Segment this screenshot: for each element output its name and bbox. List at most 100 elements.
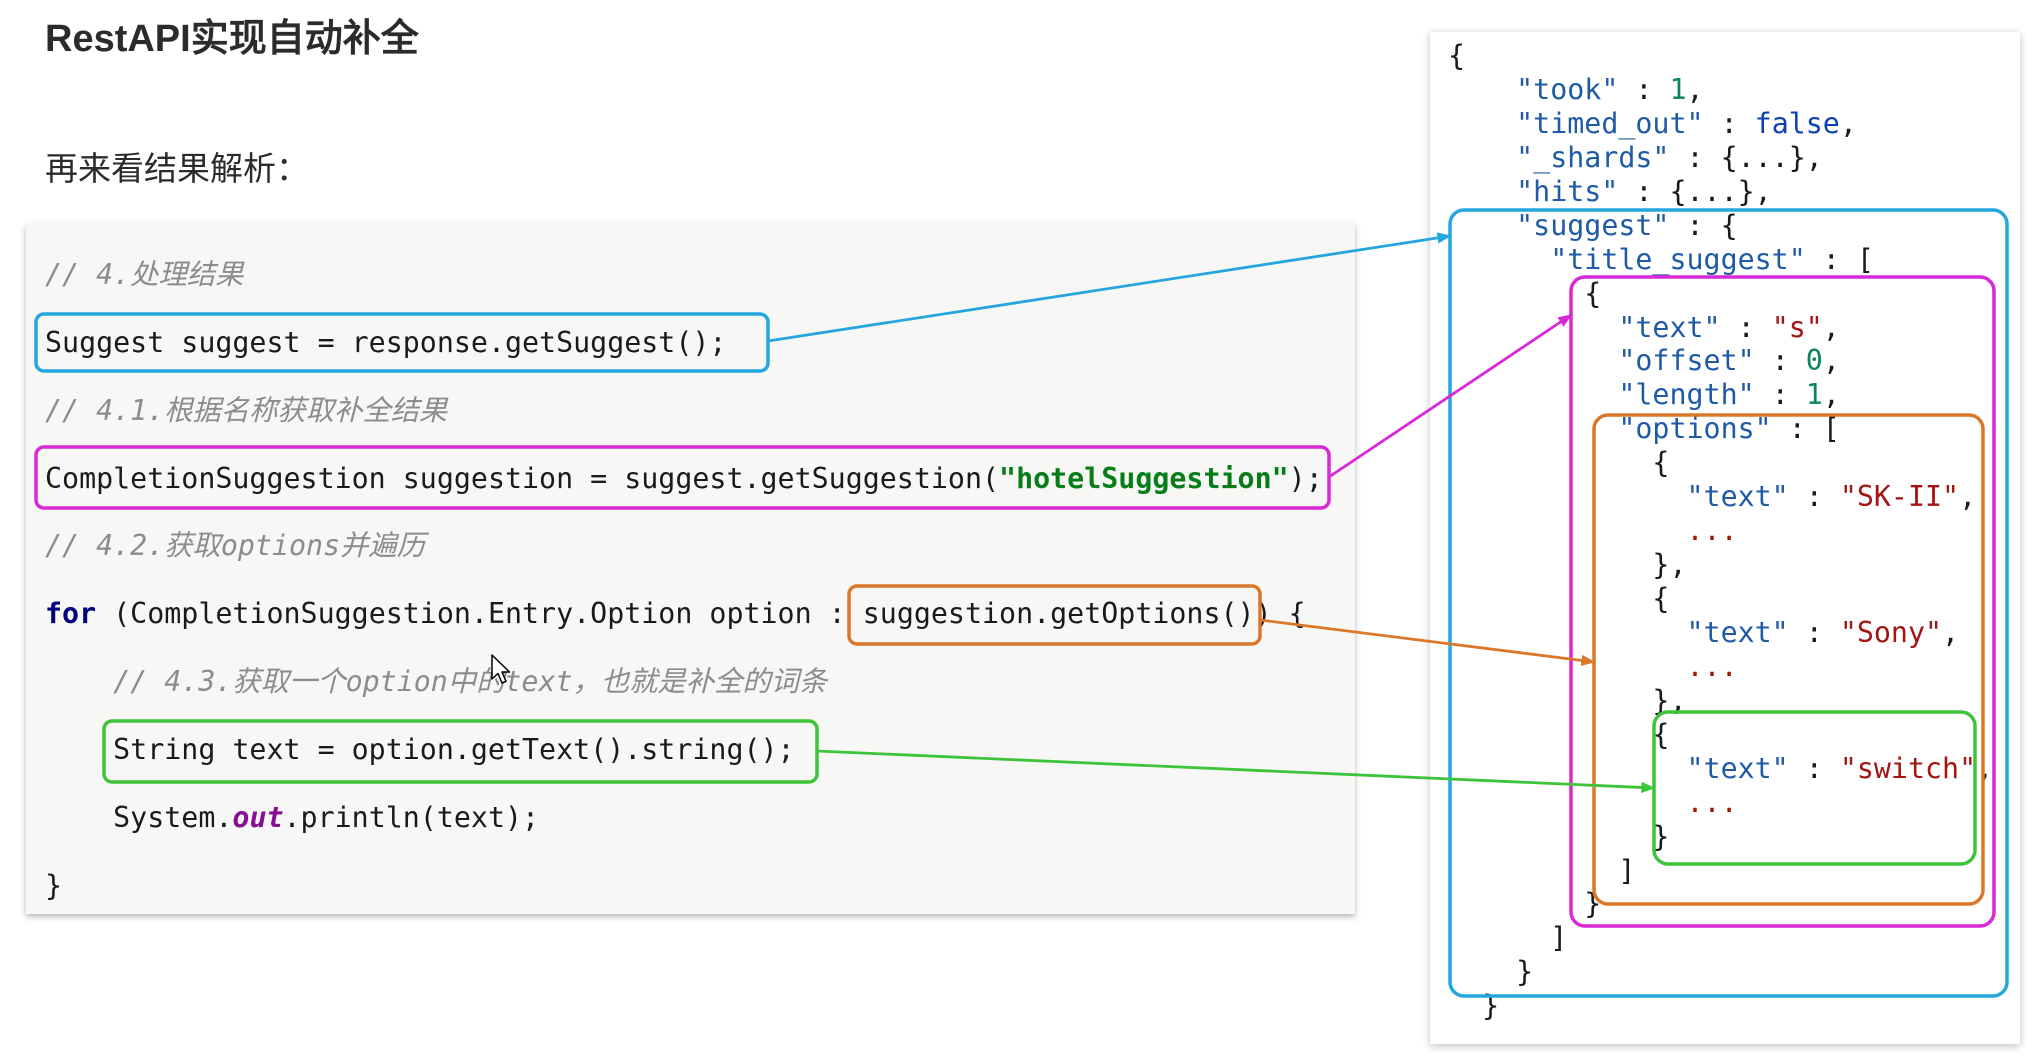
- json-brace: },: [1652, 548, 1687, 582]
- json-ellipsis: ...: [1686, 785, 1738, 819]
- code-line: // 4.处理结果: [45, 241, 1323, 309]
- json-punct: ,: [1686, 72, 1704, 106]
- json-string: "switch": [1839, 751, 1977, 785]
- for-loop-open: ) {: [1254, 597, 1306, 631]
- json-line: "length" : 1,: [1448, 378, 1993, 412]
- json-bracket: ]: [1550, 921, 1568, 955]
- code-block: // 4.处理结果 Suggest suggest = response.get…: [45, 241, 1323, 920]
- json-key: "offset": [1618, 344, 1755, 378]
- json-brace: {: [1584, 276, 1602, 310]
- code-comment: // 4.2.获取options并遍历: [45, 529, 425, 563]
- code-line: // 4.3.获取一个option中的text，也就是补全的词条: [45, 648, 1323, 716]
- json-bracket: ]: [1618, 853, 1636, 887]
- json-line: "text" : "switch",: [1448, 751, 1994, 786]
- for-loop-header: (CompletionSuggestion.Entry.Option optio…: [96, 597, 863, 631]
- json-brace: }: [1516, 955, 1534, 989]
- java-code-panel: // 4.处理结果 Suggest suggest = response.get…: [26, 223, 1355, 914]
- code-comment: // 4.3.获取一个option中的text，也就是补全的词条: [113, 665, 828, 699]
- code-line: String text = option.getText().string();: [45, 716, 1323, 784]
- json-brace: {: [1652, 582, 1670, 615]
- json-punct: ,: [1959, 480, 1977, 514]
- json-key: "text": [1686, 751, 1789, 785]
- json-brace: {: [1652, 446, 1670, 480]
- json-line: "options" : [: [1448, 412, 1993, 446]
- json-line: "timed_out" : false,: [1448, 107, 1993, 141]
- code-comment: // 4.处理结果: [45, 258, 244, 291]
- system-class: System.: [113, 800, 233, 834]
- json-line: },: [1448, 684, 1993, 718]
- json-line: "text" : "Sony",: [1448, 616, 1993, 650]
- json-punct: :: [1788, 480, 1840, 514]
- json-brace: }: [1584, 887, 1602, 921]
- json-line: "_shards" : {...},: [1448, 141, 1993, 175]
- json-key: "options": [1618, 412, 1772, 446]
- json-boolean: false: [1754, 106, 1840, 140]
- get-text-statement: String text = option.getText().string();: [113, 733, 795, 767]
- json-line: "text" : "s",: [1448, 311, 1993, 345]
- code-line: CompletionSuggestion suggestion = sugges…: [45, 445, 1323, 513]
- json-line: {: [1448, 582, 1993, 616]
- json-punct: : {...},: [1618, 174, 1772, 208]
- json-line: "suggest" : {: [1448, 209, 1993, 243]
- code-comment: // 4.1.根据名称获取补全结果: [45, 393, 448, 427]
- json-line: }: [1448, 989, 1993, 1023]
- json-string: "s": [1771, 310, 1823, 344]
- json-key: "took": [1516, 72, 1619, 106]
- json-line: "title_suggest" : [: [1448, 243, 1993, 277]
- get-options-call: suggestion.getOptions(): [862, 597, 1255, 631]
- json-brace: {: [1448, 39, 1466, 72]
- page-subtitle: 再来看结果解析：: [45, 150, 309, 187]
- json-punct: ,: [1822, 378, 1840, 412]
- json-punct: : {...},: [1669, 140, 1823, 174]
- suggestion-name-string: "hotelSuggestion": [999, 461, 1289, 495]
- json-line: "hits" : {...},: [1448, 175, 1993, 209]
- json-line: ...: [1448, 650, 1993, 684]
- json-punct: :: [1788, 615, 1840, 649]
- json-key: "text": [1618, 310, 1721, 344]
- println-call: .println(text);: [283, 800, 540, 834]
- json-number: 1: [1805, 378, 1823, 412]
- statement-end: );: [1288, 461, 1323, 495]
- json-string: "Sony": [1839, 615, 1943, 649]
- json-key: "timed_out": [1516, 106, 1704, 140]
- json-line: {: [1448, 718, 1993, 752]
- json-block: { "took" : 1, "timed_out" : false, "_sha…: [1448, 39, 1993, 1023]
- code-line: // 4.2.获取options并遍历: [45, 512, 1323, 580]
- json-brace: }: [1652, 819, 1670, 853]
- json-punct: :: [1618, 72, 1670, 106]
- json-line: ...: [1448, 786, 1993, 820]
- json-punct: ,: [1822, 310, 1840, 344]
- json-key: "title_suggest": [1550, 242, 1806, 276]
- json-punct: : [: [1771, 412, 1840, 446]
- json-line: },: [1448, 548, 1993, 582]
- json-line: {: [1448, 446, 1993, 480]
- for-keyword: for: [45, 597, 97, 631]
- json-line: ]: [1448, 854, 1993, 888]
- json-brace: },: [1652, 683, 1687, 717]
- json-punct: :: [1788, 751, 1840, 785]
- json-key: "text": [1686, 480, 1789, 514]
- code-line: // 4.1.根据名称获取补全结果: [45, 377, 1323, 445]
- json-key: "length": [1618, 378, 1755, 412]
- code-line: }: [45, 852, 1323, 920]
- json-punct: :: [1754, 344, 1806, 378]
- json-punct: ,: [1976, 751, 1994, 785]
- code-line: Suggest suggest = response.getSuggest();: [45, 309, 1323, 377]
- json-line: ]: [1448, 921, 1993, 955]
- json-punct: ,: [1942, 615, 1960, 649]
- json-line: }: [1448, 820, 1993, 854]
- json-line: {: [1448, 277, 1993, 311]
- json-number: 0: [1805, 344, 1823, 378]
- json-line: "offset" : 0,: [1448, 344, 1993, 378]
- json-punct: ,: [1822, 344, 1840, 378]
- json-key: "suggest": [1516, 208, 1670, 242]
- get-suggest-statement: Suggest suggest = response.getSuggest();: [45, 325, 727, 359]
- json-key: "text": [1686, 615, 1789, 649]
- page-title: RestAPI实现自动补全: [45, 18, 419, 60]
- json-line: }: [1448, 887, 1993, 921]
- json-line: {: [1448, 39, 1993, 73]
- json-key: "hits": [1516, 174, 1619, 208]
- json-line: }: [1448, 955, 1993, 989]
- json-ellipsis: ...: [1686, 649, 1738, 683]
- code-line: System.out.println(text);: [45, 784, 1323, 852]
